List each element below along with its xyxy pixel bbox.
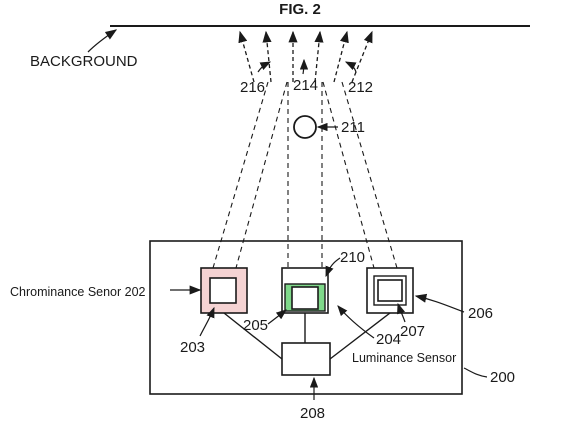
leader-216: [257, 61, 272, 73]
ref-208: 208: [300, 405, 325, 422]
connection-lines: [223, 312, 391, 360]
leader-203: [199, 306, 215, 337]
ref-216: 216: [240, 79, 265, 96]
leader-204: [337, 305, 375, 339]
leader-200: [463, 367, 488, 378]
sensor-rays: [212, 81, 398, 269]
chrominance-sensor-label: Chrominance Senor 202: [10, 285, 146, 299]
ref-200: 200: [490, 369, 515, 386]
lens-circle: [293, 115, 317, 139]
leader-207: [397, 302, 406, 323]
figure-title: FIG. 2: [279, 1, 321, 18]
ref-205: 205: [243, 317, 268, 334]
ref-214: 214: [293, 77, 318, 94]
background-label: BACKGROUND: [30, 53, 138, 70]
leader-206: [414, 293, 465, 313]
leader-205: [267, 309, 287, 325]
processor-208: [281, 342, 331, 376]
leader-210: [325, 257, 341, 278]
device-housing: [149, 240, 463, 395]
ref-203: 203: [180, 339, 205, 356]
ref-211: 211: [341, 119, 365, 136]
leader-214: [299, 58, 309, 75]
leader-212: [344, 61, 357, 73]
ref-207: 207: [400, 323, 425, 340]
ref-212: 212: [348, 79, 373, 96]
luminance-sensor-label: Luminance Sensor: [352, 351, 456, 365]
ref-206: 206: [468, 305, 493, 322]
ref-204: 204: [376, 331, 401, 348]
luminance-sensor-inner: [291, 286, 319, 310]
ref-210: 210: [340, 249, 365, 266]
sensor-206-inner: [377, 279, 403, 302]
background-leader: [87, 29, 118, 53]
chrominance-sensor-inner: [209, 277, 237, 304]
light-rays: [238, 30, 373, 83]
